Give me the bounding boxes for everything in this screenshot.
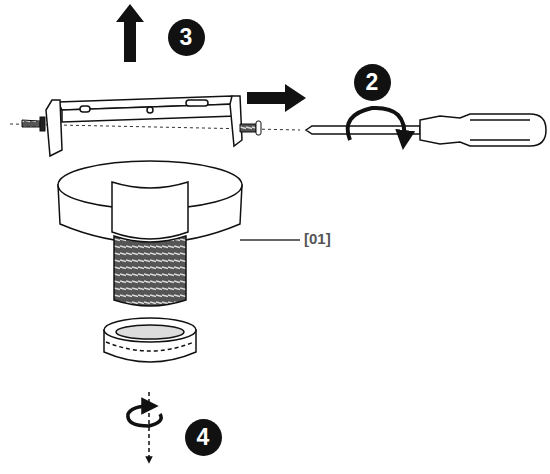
rotation-arrow xyxy=(348,108,405,140)
callout-number: 3 xyxy=(168,19,205,56)
callout-number: 2 xyxy=(354,64,391,101)
ring-nut xyxy=(104,318,196,362)
callout-text: 3 xyxy=(180,24,193,51)
callout-number: 4 xyxy=(185,419,222,456)
screw xyxy=(22,117,261,135)
mounting-bracket xyxy=(46,96,242,156)
ceiling-canopy xyxy=(58,161,242,306)
slide-arrow xyxy=(247,84,306,112)
screwdriver xyxy=(306,114,546,146)
callout-text: 2 xyxy=(366,69,379,96)
leader-line xyxy=(240,239,300,241)
unscrew-arrow xyxy=(128,406,161,426)
lift-arrow xyxy=(116,4,144,62)
callout-text: 4 xyxy=(197,424,210,451)
part-label: [01] xyxy=(302,230,333,247)
